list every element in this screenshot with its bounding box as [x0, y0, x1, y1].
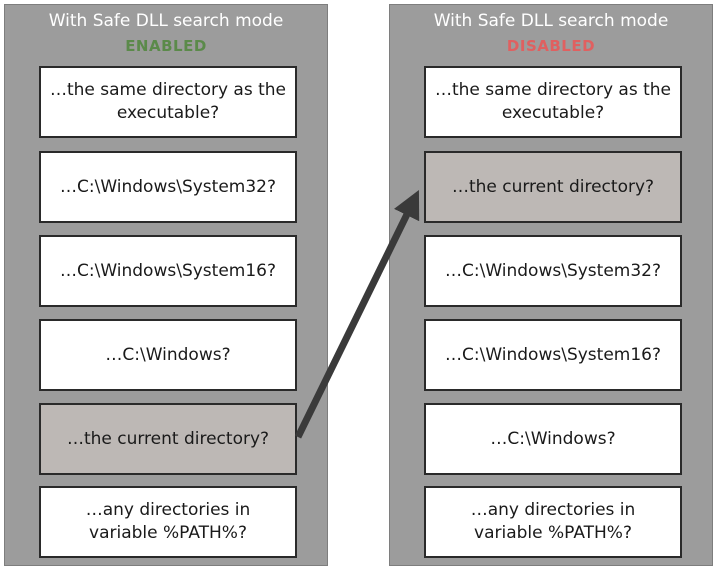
step-box: …the current directory? — [39, 403, 297, 475]
status-label-disabled: DISABLED — [506, 37, 596, 55]
step-box: …C:\Windows? — [39, 319, 297, 391]
panel-title: With Safe DLL search mode — [48, 11, 284, 31]
step-box: …the same directory as the executable? — [39, 66, 297, 138]
step-box: …C:\Windows\System16? — [424, 319, 682, 391]
step-box: …the current directory? — [424, 151, 682, 223]
step-box: …the same directory as the executable? — [424, 66, 682, 138]
step-box: …C:\Windows\System16? — [39, 235, 297, 307]
step-box: …C:\Windows\System32? — [424, 235, 682, 307]
panel-title: With Safe DLL search mode — [433, 11, 669, 31]
step-box: …any directories in variable %PATH%? — [39, 486, 297, 558]
step-box: …any directories in variable %PATH%? — [424, 486, 682, 558]
panel-safe-mode-enabled: With Safe DLL search mode ENABLED …the s… — [4, 4, 328, 566]
step-box: …C:\Windows? — [424, 403, 682, 475]
panel-safe-mode-disabled: With Safe DLL search mode DISABLED …the … — [389, 4, 713, 566]
step-box: …C:\Windows\System32? — [39, 151, 297, 223]
status-label-enabled: ENABLED — [125, 37, 207, 55]
